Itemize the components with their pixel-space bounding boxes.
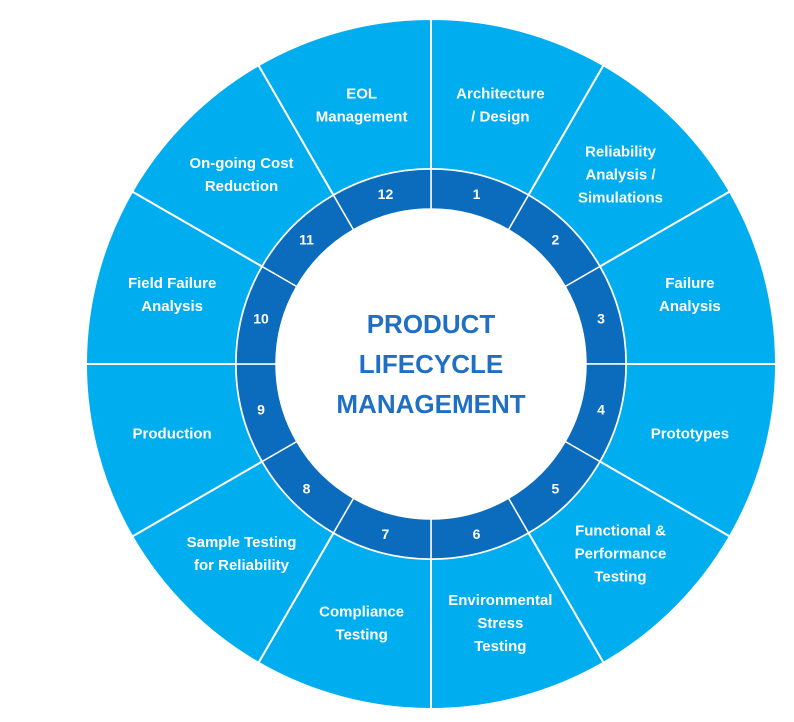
segment-label-line: Functional & (575, 523, 666, 540)
step-number: 6 (473, 526, 481, 542)
segment-label-line: Analysis (659, 298, 721, 315)
segment-label-line: Performance (575, 546, 667, 563)
segment-label-line: Production (133, 425, 212, 442)
step-number: 5 (552, 480, 560, 496)
segment-label-line: Architecture (456, 86, 544, 103)
segment-label-9: Production (133, 425, 212, 442)
segment-label-line: Analysis / (585, 166, 656, 183)
segment-label-line: Environmental (448, 592, 552, 609)
segment-label-1: Architecture / Design (456, 86, 544, 126)
center-title-line: MANAGEMENT (336, 389, 525, 419)
segment-label-line: Sample Testing (187, 534, 297, 551)
step-number: 3 (597, 310, 605, 326)
segment-label-line: Testing (594, 569, 646, 586)
center-title-line: PRODUCT (367, 309, 496, 339)
segment-label-8: Sample Testing for Reliability (187, 534, 297, 574)
step-number: 8 (303, 480, 311, 496)
center-disc (276, 209, 586, 519)
step-number: 7 (382, 526, 390, 542)
step-number: 11 (299, 232, 314, 248)
segment-label-line: EOL (346, 86, 377, 103)
segment-label-line: On-going Cost (189, 155, 293, 172)
segment-label-line: Compliance (319, 603, 404, 620)
step-number: 9 (257, 402, 265, 418)
center-title: PRODUCT LIFECYCLE MANAGEMENT (336, 309, 525, 419)
step-number: 2 (552, 232, 560, 248)
segment-label-line: Analysis (141, 298, 203, 315)
step-number: 4 (597, 402, 605, 418)
segment-label-12: EOL Management (316, 86, 408, 126)
step-number: 1 (473, 186, 481, 202)
segment-label-4: Prototypes (651, 425, 729, 442)
step-number: 10 (253, 310, 269, 326)
step-number: 12 (378, 186, 394, 202)
segment-label-line: Reliability (585, 143, 657, 160)
segment-label-line: Reduction (205, 178, 278, 195)
segment-label-line: for Reliability (194, 557, 290, 574)
segment-label-line: Prototypes (651, 425, 729, 442)
center-title-line: LIFECYCLE (359, 349, 503, 379)
segment-label-line: Stress (477, 615, 523, 632)
segment-label-line: Management (316, 109, 408, 126)
segment-label-line: Testing (336, 626, 388, 643)
segment-label-line: Failure (665, 275, 714, 292)
segment-label-line: Field Failure (128, 275, 216, 292)
segment-label-line: Simulations (578, 189, 663, 206)
segment-label-line: Testing (474, 638, 526, 655)
segment-label-line: / Design (471, 109, 529, 126)
